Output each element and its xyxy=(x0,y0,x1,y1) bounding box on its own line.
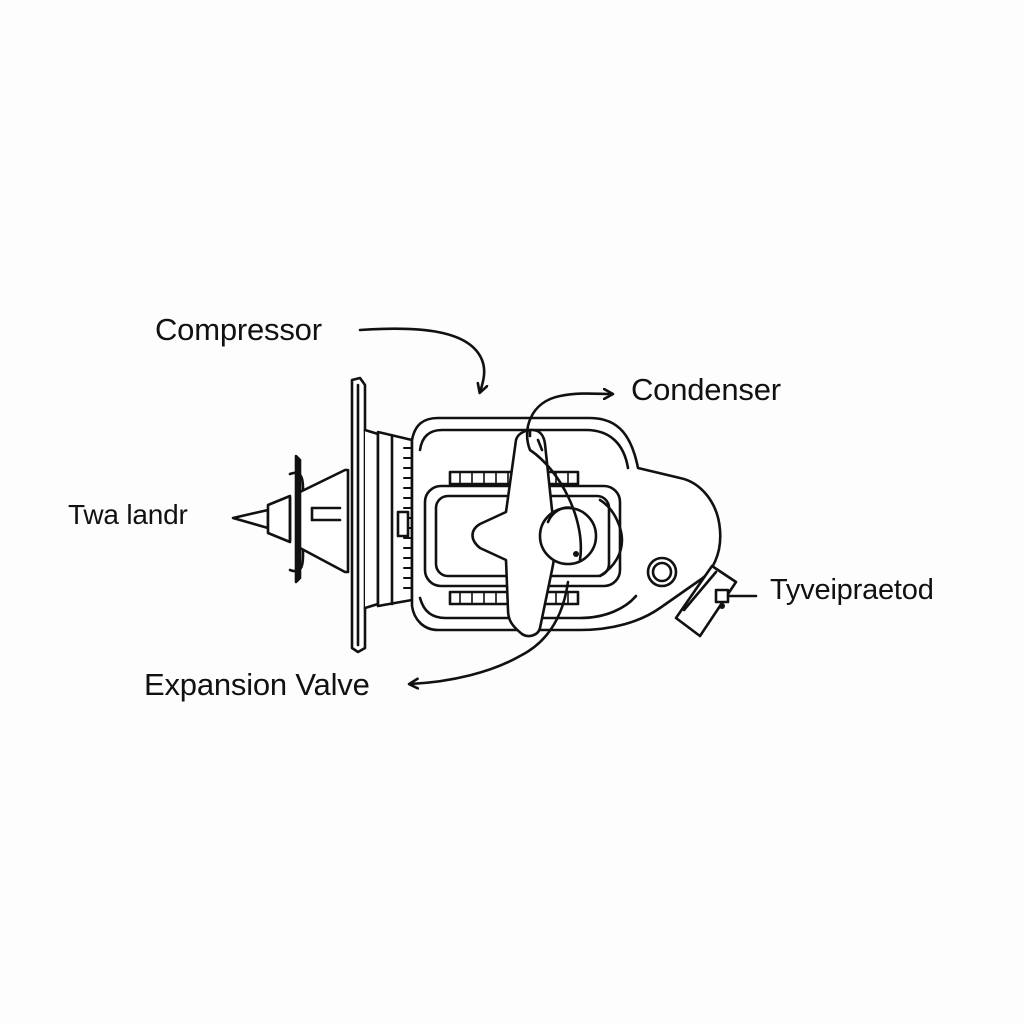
tyveipraetod-label: Tyveipraetod xyxy=(770,574,934,606)
expansion-valve-label: Expansion Valve xyxy=(144,667,370,702)
twa-landr-label: Twa landr xyxy=(68,499,188,530)
flange-plate xyxy=(350,376,380,654)
condenser-arrow xyxy=(525,394,612,562)
condenser-label: Condenser xyxy=(631,372,781,407)
rear-port xyxy=(646,556,678,588)
valve-block xyxy=(674,564,758,638)
compressor-label: Compressor xyxy=(155,312,322,347)
hub-ring xyxy=(376,430,415,608)
nose-cone xyxy=(231,494,292,544)
expansion-valve-arrow xyxy=(410,580,570,684)
intake-housing xyxy=(298,468,350,574)
compressor-arrow xyxy=(358,327,484,392)
